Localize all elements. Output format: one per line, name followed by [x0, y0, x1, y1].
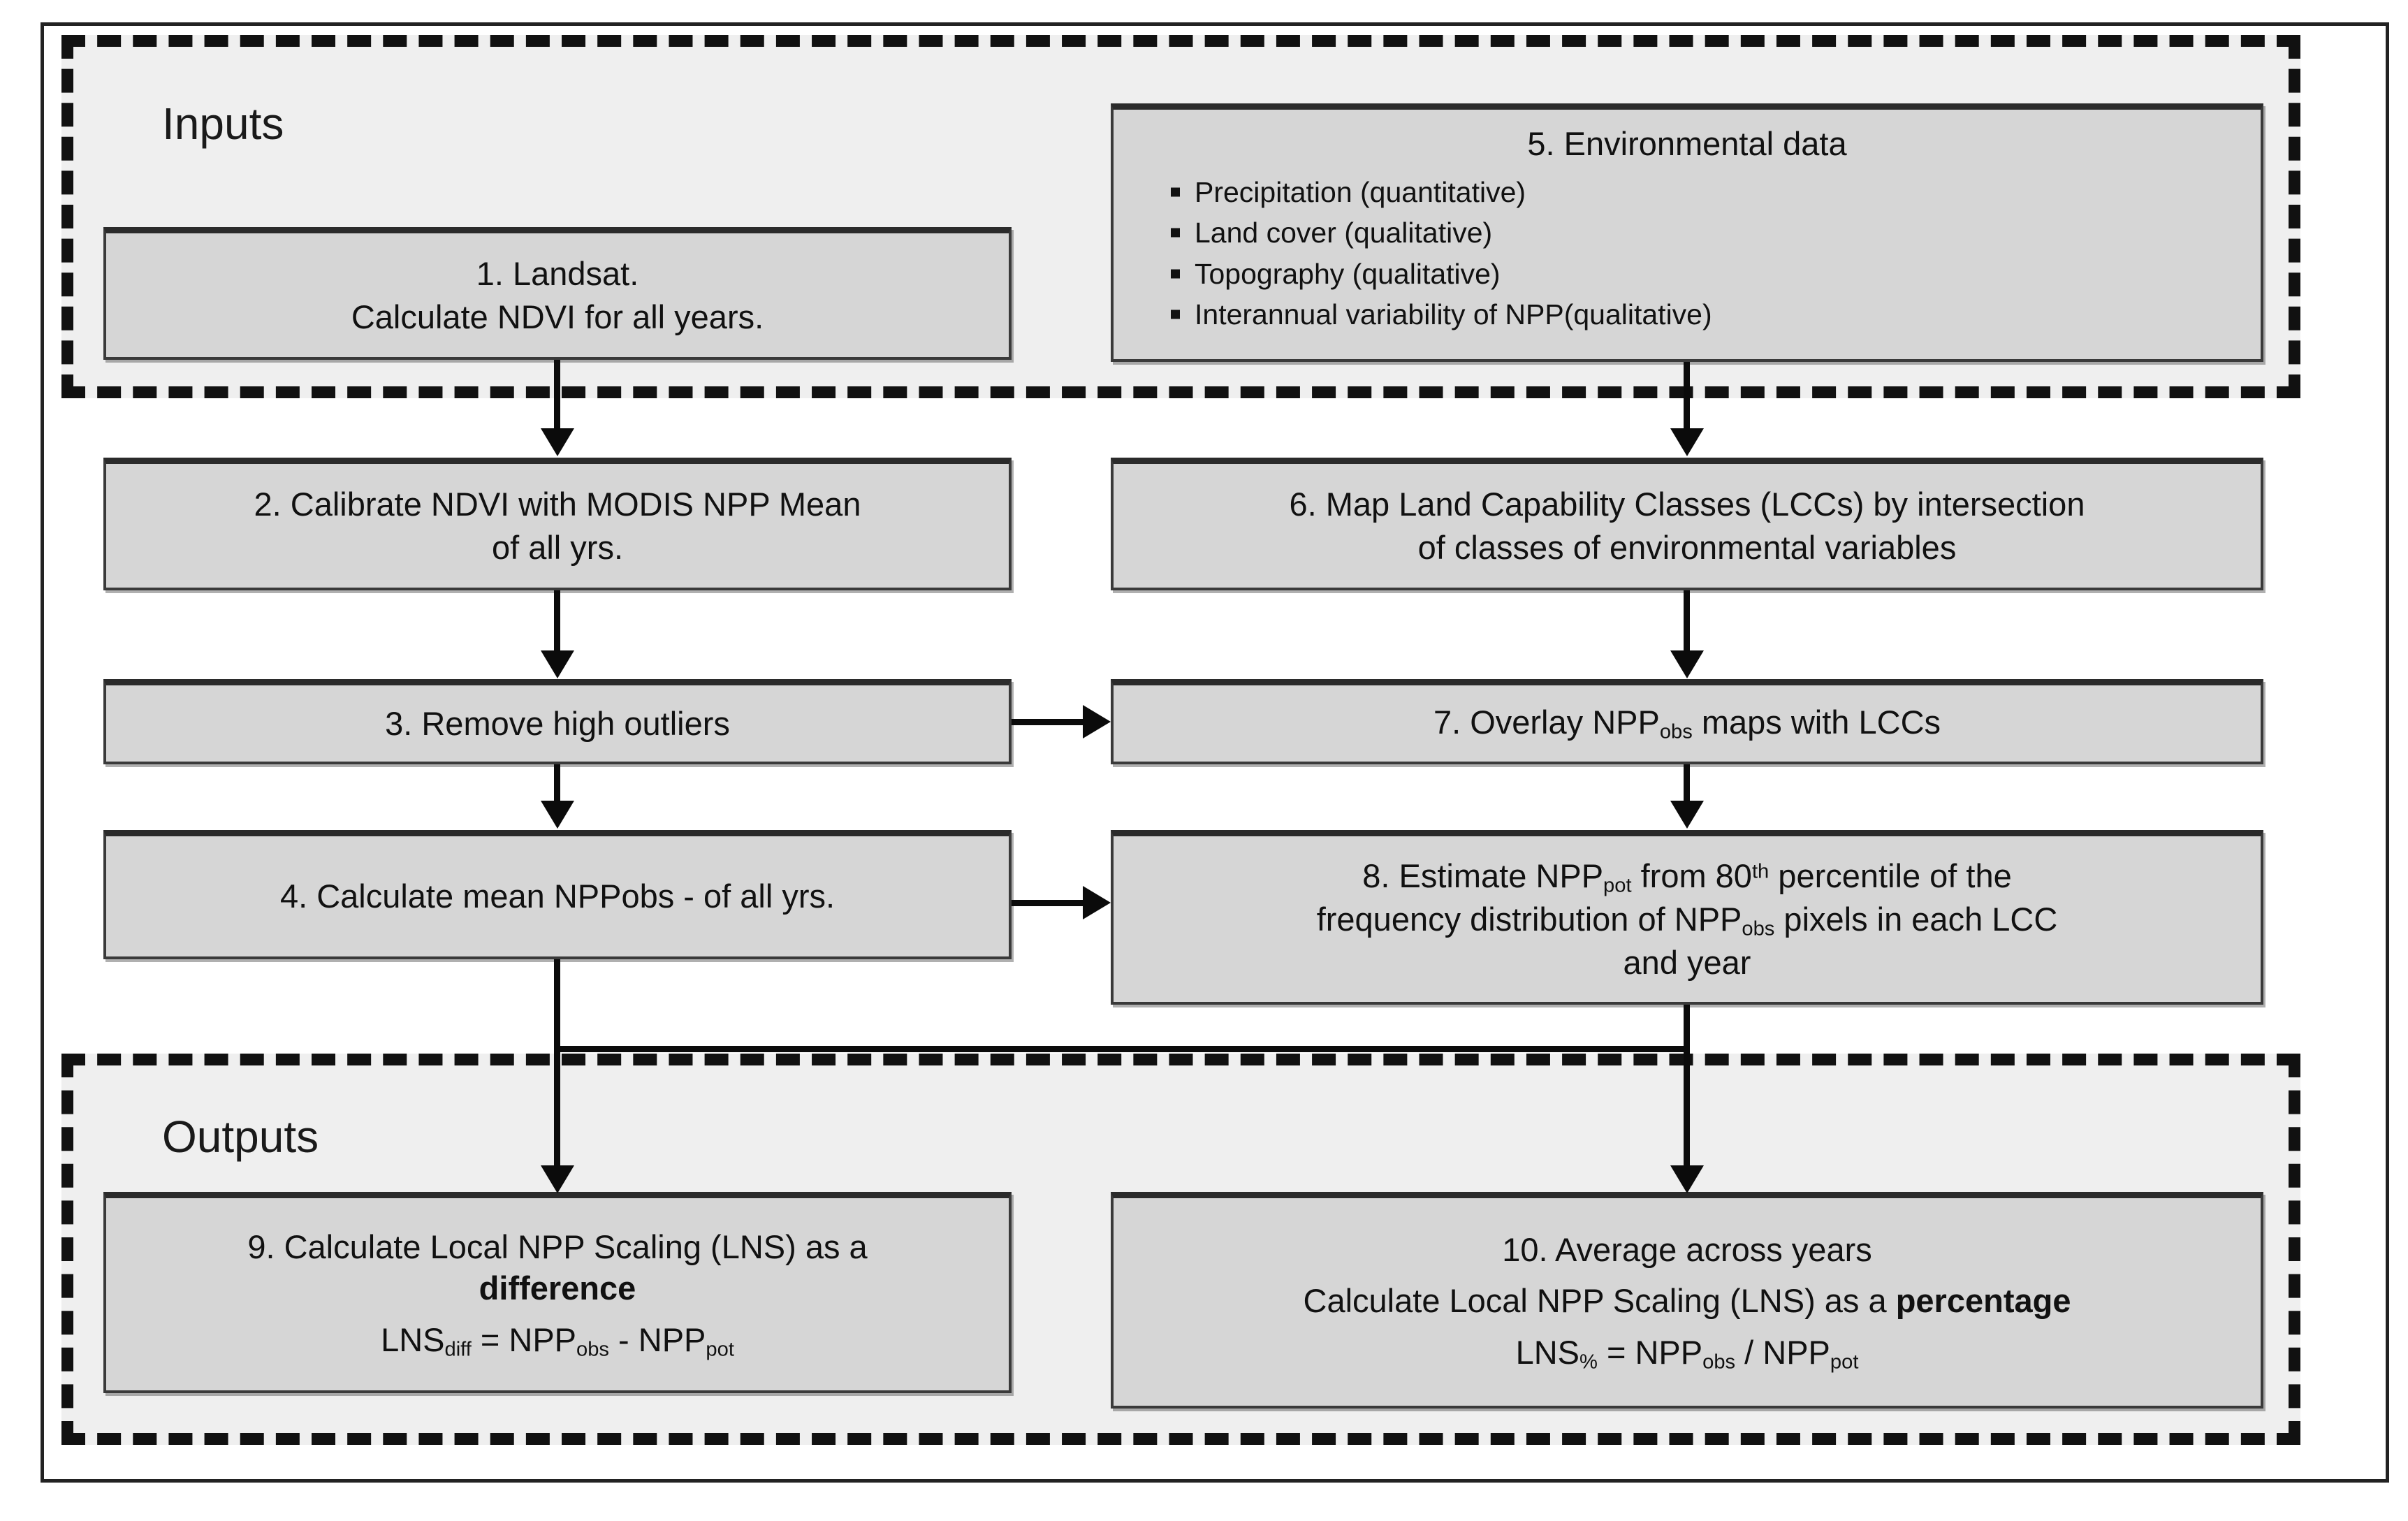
connector-box1-to-box2-line [554, 360, 560, 430]
connector-box4-to-box8-arrow [1083, 886, 1111, 919]
box-8-estimate-npppot: 8. Estimate NPPpot from 80th percentile … [1111, 830, 2263, 1005]
connector-box7-to-box8-line [1684, 764, 1690, 802]
box-10-line-2: Calculate Local NPP Scaling (LNS) as a p… [1304, 1280, 2071, 1321]
box-5-bullet-list: Precipitation (quantitative) Land cover … [1130, 172, 2244, 335]
connector-box1-to-box2-arrow [541, 428, 574, 456]
connector-box4-to-box9-arrow [541, 1165, 574, 1193]
box-6-line-1: 6. Map Land Capability Classes (LCCs) by… [1289, 486, 2085, 523]
box-9-formula-t2-sub: pot [706, 1338, 734, 1361]
box-8-l1c: percentile of the [1769, 857, 2012, 894]
connector-stem-join-horizontal [554, 1046, 1690, 1052]
box-8-line-1: 8. Estimate NPPpot from 80th percentile … [1362, 855, 2012, 898]
box-10-line-1: 10. Average across years [1502, 1231, 1872, 1269]
connector-box2-to-box3-arrow [541, 650, 574, 678]
box-9-formula: LNSdiff = NPPobs - NPPpot [381, 1319, 734, 1362]
connector-box3-to-box7-line [1012, 719, 1088, 725]
connector-box7-to-box8-arrow [1670, 801, 1704, 829]
box-2-line-1: 2. Calibrate NDVI with MODIS NPP Mean [254, 486, 861, 523]
box-3-line-1: 3. Remove high outliers [385, 704, 730, 742]
box-8-l1sup: th [1751, 860, 1769, 883]
box-8-l2sub: obs [1742, 917, 1775, 940]
box-9-line-1: 9. Calculate Local NPP Scaling (LNS) as … [247, 1228, 868, 1266]
box-1-line-2: Calculate NDVI for all years. [351, 298, 764, 335]
connector-box4-to-box9-line [554, 959, 560, 1167]
box-6-map-lccs: 6. Map Land Capability Classes (LCCs) by… [1111, 458, 2263, 590]
box-10-formula-lhs: LNS [1515, 1333, 1580, 1371]
connector-box3-to-box7-arrow [1083, 705, 1111, 738]
connector-box4-to-box8-line [1012, 900, 1088, 906]
box-9-formula-lhs-sub: diff [444, 1338, 472, 1361]
connector-box3-to-box4-line [554, 764, 560, 802]
box-7-text: 7. Overlay NPPobs maps with LCCs [1433, 701, 1941, 745]
box-8-l2b: pixels in each LCC [1774, 900, 2058, 938]
box-7-suffix: maps with LCCs [1692, 704, 1941, 741]
connector-box2-to-box3-line [554, 590, 560, 652]
connector-box6-to-box7-arrow [1670, 650, 1704, 678]
box-4-mean-nppobs: 4. Calculate mean NPPobs - of all yrs. [103, 830, 1012, 959]
box-2-line-2: of all yrs. [491, 528, 624, 566]
box-3-remove-outliers: 3. Remove high outliers [103, 679, 1012, 764]
connector-box3-to-box4-arrow [541, 801, 574, 829]
box-5-bullet-precipitation: Precipitation (quantitative) [1195, 172, 2244, 212]
box-10-formula-eq: = NPP [1597, 1333, 1703, 1371]
box-7-prefix: 7. Overlay NPP [1433, 704, 1660, 741]
box-5-environmental-data: 5. Environmental data Precipitation (qua… [1111, 103, 2263, 362]
connector-box6-to-box7-line [1684, 590, 1690, 652]
box-1-landsat: 1. Landsat. Calculate NDVI for all years… [103, 227, 1012, 360]
box-10-lns-percentage: 10. Average across years Calculate Local… [1111, 1192, 2263, 1409]
box-9-line-2: difference [479, 1269, 636, 1307]
box-9-formula-lhs: LNS [381, 1320, 445, 1358]
box-9-formula-eq: = NPP [471, 1320, 577, 1358]
box-10-formula-t2-sub: pot [1830, 1351, 1859, 1374]
box-9-formula-t1-sub: obs [576, 1338, 609, 1361]
box-5-title: 5. Environmental data [1527, 125, 1847, 162]
box-10-line-2b: percentage [1895, 1282, 2071, 1320]
box-10-line-2a: Calculate Local NPP Scaling (LNS) as a [1303, 1282, 1896, 1320]
box-10-formula-op: / NPP [1735, 1333, 1830, 1371]
box-9-lns-difference: 9. Calculate Local NPP Scaling (LNS) as … [103, 1192, 1012, 1393]
box-10-formula: LNS% = NPPobs / NPPpot [1516, 1332, 1859, 1375]
connector-box5-to-box6-line [1684, 362, 1690, 430]
box-8-l1a: 8. Estimate NPP [1362, 857, 1604, 894]
box-8-l2a: frequency distribution of NPP [1316, 900, 1742, 938]
box-6-line-2: of classes of environmental variables [1417, 528, 1957, 566]
box-8-l1sub: pot [1603, 874, 1632, 897]
box-5-bullet-topography: Topography (qualitative) [1195, 254, 2244, 294]
connector-box8-to-box10-line [1684, 1005, 1690, 1167]
box-10-formula-t1-sub: obs [1702, 1351, 1736, 1374]
box-5-bullet-interannual-variability: Interannual variability of NPP(qualitati… [1195, 294, 2244, 335]
box-4-line-1: 4. Calculate mean NPPobs - of all yrs. [279, 878, 835, 915]
box-9-formula-op: - NPP [609, 1320, 706, 1358]
inputs-group-label: Inputs [162, 99, 284, 149]
box-8-l1b: from 80 [1631, 857, 1752, 894]
box-7-overlay-nppobs: 7. Overlay NPPobs maps with LCCs [1111, 679, 2263, 764]
box-1-line-1: 1. Landsat. [476, 255, 639, 293]
outputs-group-label: Outputs [162, 1112, 319, 1162]
box-7-subscript: obs [1659, 720, 1693, 743]
box-2-calibrate-ndvi: 2. Calibrate NDVI with MODIS NPP Mean of… [103, 458, 1012, 590]
connector-box5-to-box6-arrow [1670, 428, 1704, 456]
box-8-line-2: frequency distribution of NPPobs pixels … [1317, 898, 2058, 942]
box-10-formula-lhs-sub: % [1579, 1351, 1598, 1374]
box-5-bullet-land-cover: Land cover (qualitative) [1195, 212, 2244, 253]
box-8-line-3: and year [1623, 944, 1751, 981]
figure-outer-border [41, 22, 2389, 1483]
connector-box8-to-box10-arrow [1670, 1165, 1704, 1193]
